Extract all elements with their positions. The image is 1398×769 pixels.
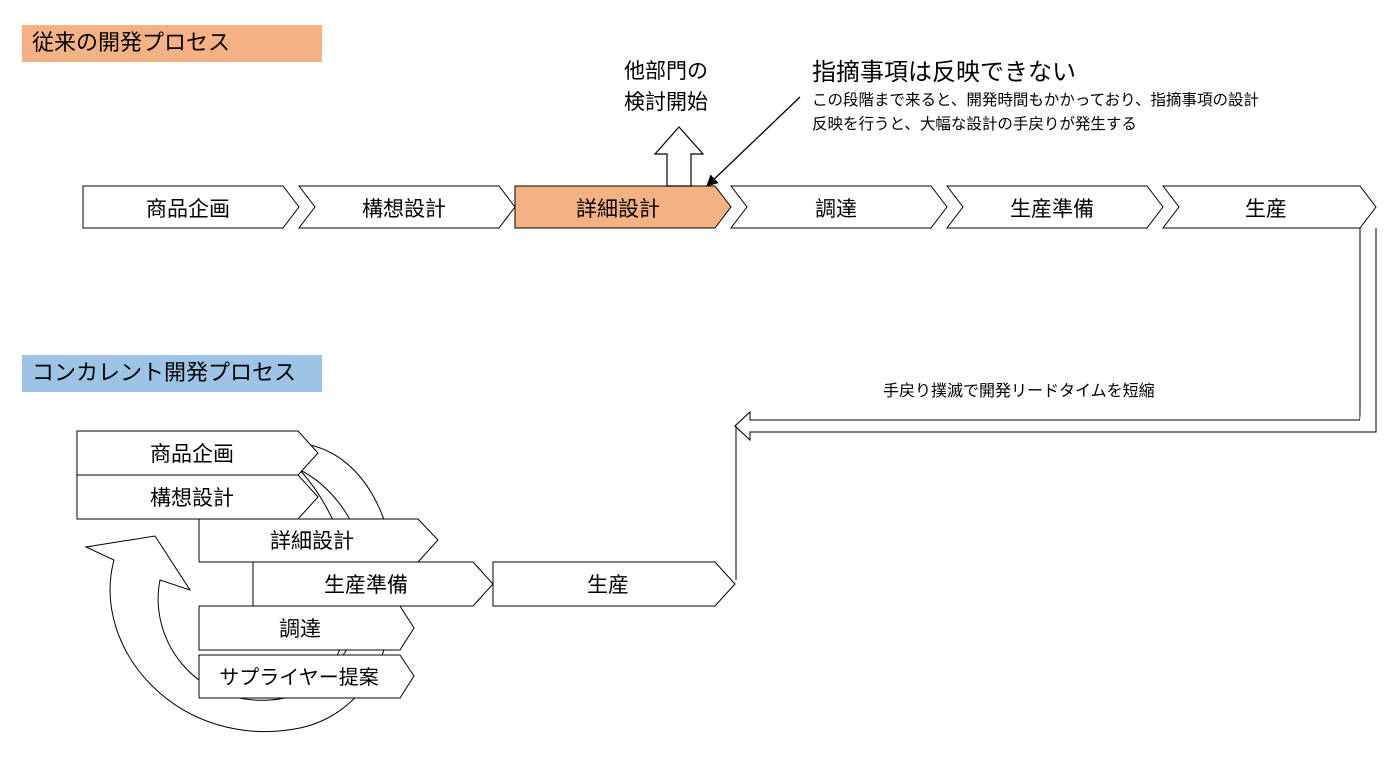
callout-pointer-arrow: [706, 96, 801, 187]
concurrent-step-3-label: 詳細設計: [270, 529, 354, 553]
conventional-step-3-label: 詳細設計: [576, 197, 660, 221]
concurrent-step-4: 生産準備: [252, 561, 494, 607]
conventional-step-1: 商品企画: [82, 185, 300, 229]
concurrent-step-5: 生産: [492, 561, 736, 607]
concurrent-step-1-label: 商品企画: [150, 442, 234, 466]
concurrent-step-3: 詳細設計: [198, 518, 439, 563]
conventional-step-5-label: 生産準備: [1010, 197, 1094, 221]
concurrent-step-4-label: 生産準備: [324, 573, 408, 597]
conventional-step-5: 生産準備: [945, 185, 1164, 229]
review-start-label-line1: 他部門の: [624, 59, 708, 83]
conventional-step-4-label: 調達: [815, 197, 857, 221]
concurrent-step-6-label: 調達: [279, 617, 321, 641]
callout-title: 指摘事項は反映できない: [812, 58, 1076, 86]
concurrent-step-2: 構想設計: [76, 474, 319, 520]
conventional-step-6: 生産: [1161, 185, 1377, 229]
concurrent-step-6: 調達: [198, 605, 415, 651]
conventional-step-6-label: 生産: [1245, 197, 1287, 221]
conventional-step-3-highlight: 詳細設計: [514, 185, 732, 229]
concurrent-step-2-label: 構想設計: [150, 486, 234, 510]
review-start-label-line2: 検討開始: [624, 90, 708, 114]
conventional-step-1-label: 商品企画: [146, 197, 230, 221]
conventional-step-2: 構想設計: [297, 185, 516, 229]
concurrent-process-title: コンカレント開発プロセス: [22, 355, 322, 392]
transition-note: 手戻り撲滅で開発リードタイムを短縮: [883, 381, 1155, 400]
callout-text-line1: この段階まで来ると、開発時間もかかっており、指摘事項の設計: [812, 91, 1260, 109]
concurrent-step-7: サプライヤー提案: [198, 654, 415, 699]
conventional-process-title: 従来の開発プロセス: [22, 25, 322, 62]
concurrent-step-7-label: サプライヤー提案: [219, 665, 378, 689]
concurrent-step-1: 商品企画: [76, 430, 319, 476]
conventional-step-2-label: 構想設計: [362, 197, 446, 221]
return-arrow: [734, 228, 1377, 442]
review-start-up-arrow: [653, 126, 705, 187]
conventional-step-4: 調達: [729, 185, 948, 229]
concurrent-step-5-label: 生産: [587, 573, 629, 597]
callout-text-line2: 反映を行うと、大幅な設計の手戻りが発生する: [812, 115, 1137, 133]
